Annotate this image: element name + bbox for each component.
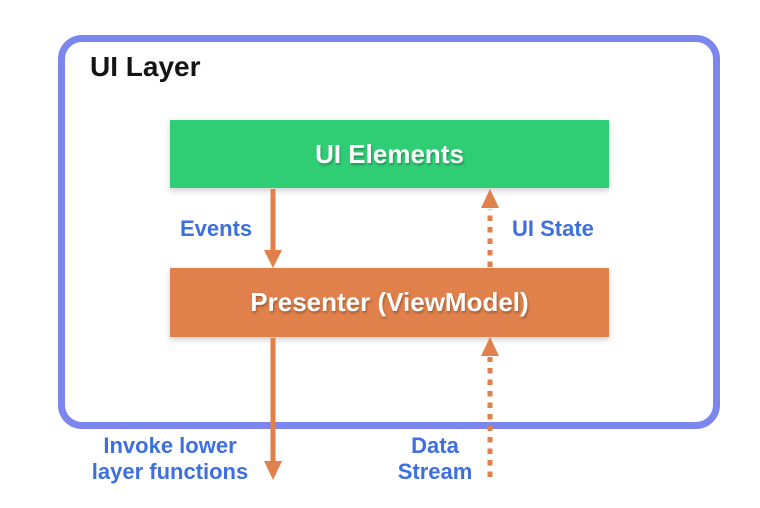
ui-elements-box-label: UI Elements xyxy=(315,138,464,169)
data-stream-label: Data Stream xyxy=(397,433,473,484)
presenter-box: Presenter (ViewModel) xyxy=(170,268,609,337)
ui-state-label: UI State xyxy=(512,216,594,241)
events-label: Events xyxy=(180,216,253,241)
presenter-box-label: Presenter (ViewModel) xyxy=(250,287,529,317)
ui-layer-title: UI Layer xyxy=(90,51,201,82)
ui-elements-box: UI Elements xyxy=(170,120,609,188)
invoke-lower-layer-label: Invoke lower layer functions xyxy=(91,433,249,484)
ui-layer-container xyxy=(58,35,720,429)
